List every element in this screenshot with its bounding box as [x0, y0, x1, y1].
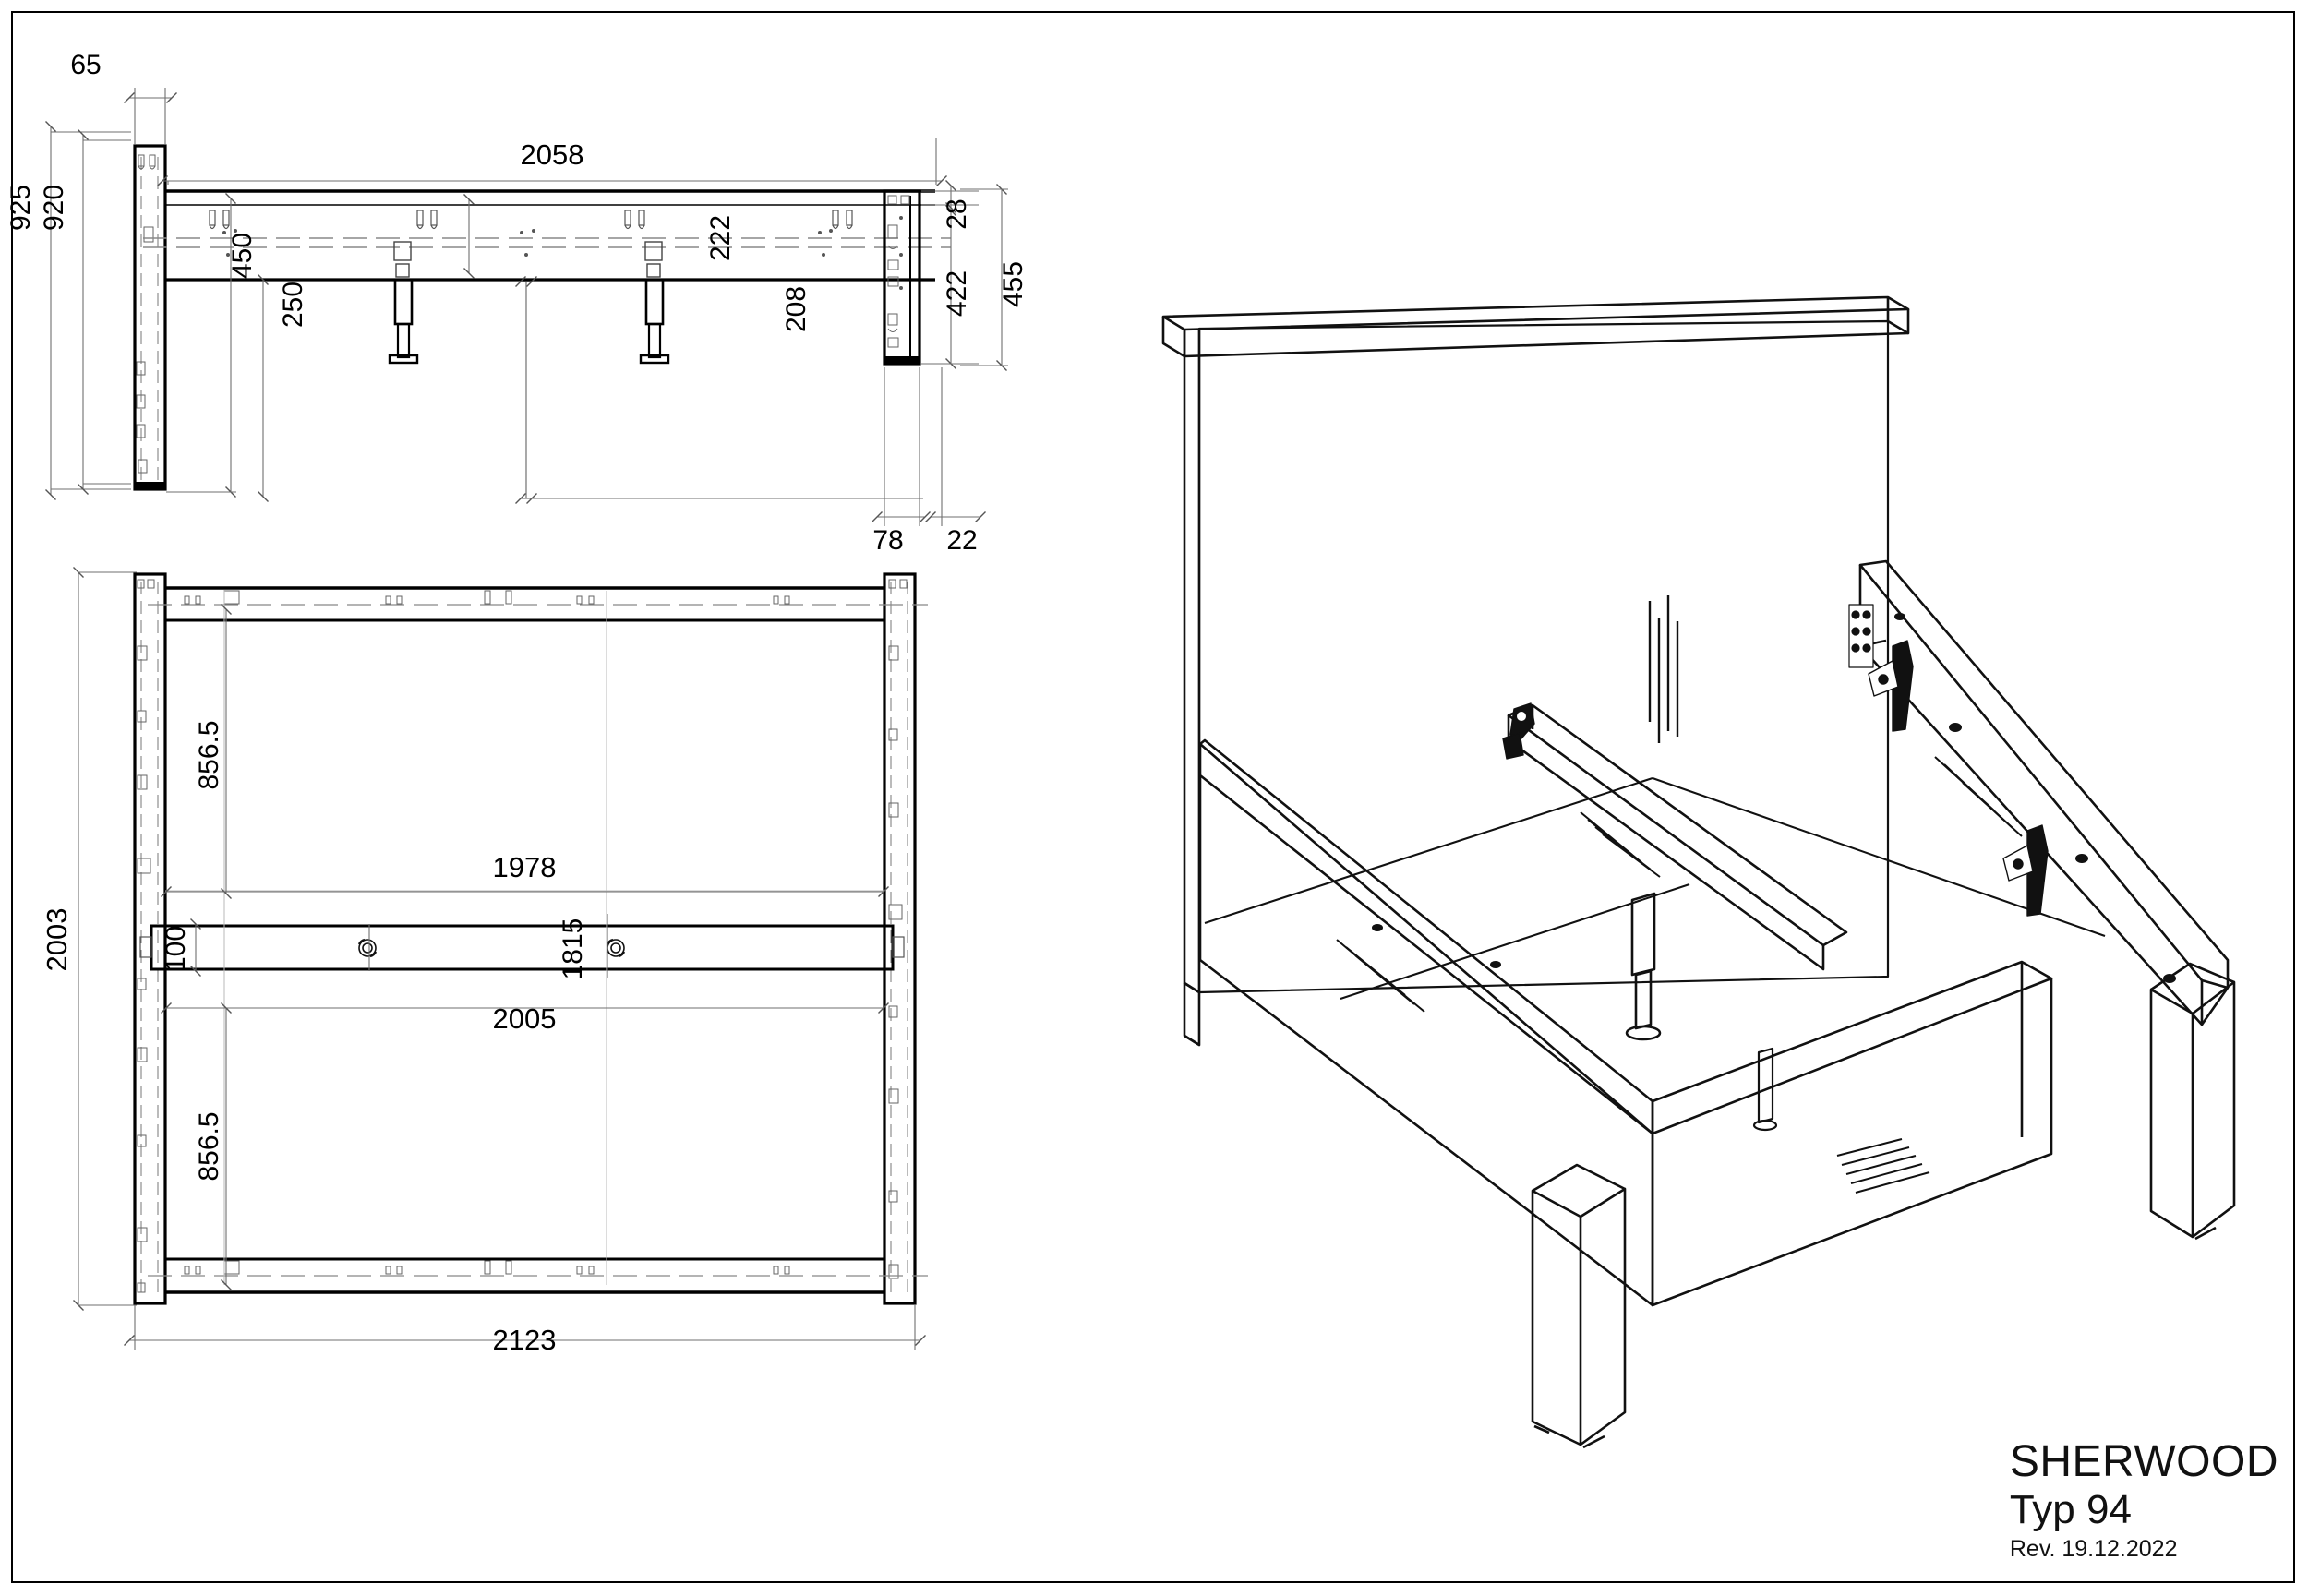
plan-right-post	[883, 572, 917, 1305]
title-block: SHERWOOD Typ 94 Rev. 19.12.2022	[2010, 1437, 2278, 1563]
dim-inner-length-lower: 2005	[493, 1002, 557, 1035]
right-side-rail	[1858, 559, 2230, 1026]
headboard-grain-lines	[1648, 595, 1679, 743]
cam-fitting-bracket-upper	[1848, 604, 1874, 668]
plan-left-post	[133, 572, 167, 1305]
cam-connector-lower	[2002, 824, 2049, 917]
secondary-centre-leg-3d	[1752, 1047, 1778, 1132]
dim-foot-rail-gap: 208	[781, 286, 811, 332]
top-plan-view	[72, 566, 928, 1350]
left-rail-grain-lines	[1336, 939, 1425, 1013]
revision-date: Rev. 19.12.2022	[2009, 1536, 2178, 1562]
dim-post-overall: 455	[998, 261, 1028, 307]
elevation-dimension-lines	[44, 88, 1008, 526]
dim-crossbar-width: 100	[161, 926, 191, 972]
dim-foot-post-width: 78	[872, 525, 903, 556]
dim-overall-height: 925	[6, 185, 36, 231]
dim-rail-height: 222	[705, 215, 736, 261]
corner-post-rear-left	[1183, 983, 1201, 1047]
product-type: Typ 94	[2009, 1486, 2132, 1532]
centre-support-beam	[139, 924, 905, 971]
corner-post-front-right	[2149, 962, 2236, 1241]
dim-inner-length-upper: 1978	[493, 851, 557, 883]
dim-foot-offset: 22	[946, 525, 977, 556]
dowel-hole-markers	[1372, 613, 2176, 983]
corner-post-front-left	[1531, 1163, 1627, 1449]
headboard-top-rail	[1161, 295, 1910, 358]
centre-beam-grain-lines	[1580, 811, 1661, 878]
adjustable-centre-leg-2	[639, 241, 670, 365]
headboard-post	[133, 144, 167, 491]
right-rail-grain-lines	[1934, 756, 2023, 837]
cam-connector-upper	[1868, 640, 1914, 732]
dim-rail-length: 2058	[521, 138, 584, 171]
foot-board	[1651, 960, 2053, 1307]
plan-dimension-lines	[72, 566, 927, 1350]
isometric-assembly-view	[1161, 295, 2236, 1449]
plan-top-rail	[148, 586, 928, 622]
plan-bottom-rail	[148, 1257, 928, 1294]
dim-leg-clearance: 250	[278, 282, 308, 328]
dim-headboard-height: 920	[39, 185, 69, 231]
dim-slat-base-height: 450	[227, 233, 258, 279]
dim-upper-bay: 856.5	[194, 720, 224, 789]
foot-post	[883, 189, 921, 366]
sheet-border	[11, 11, 2295, 1583]
dim-crossbar-length: 1815	[558, 918, 588, 980]
left-side-rail	[1198, 738, 1654, 1307]
centre-support-beam-3d	[1507, 703, 1848, 971]
headboard-panel	[1183, 319, 1890, 994]
dim-overall-length: 2123	[493, 1324, 557, 1356]
adjustable-centre-leg-1	[388, 241, 419, 365]
side-elevation-view	[44, 88, 1008, 526]
foot-board-grain-lines	[1836, 1138, 1930, 1194]
dim-post-height-low: 422	[942, 270, 972, 317]
dim-post-width: 65	[70, 50, 101, 80]
adjustable-centre-leg-3d	[1625, 892, 1662, 1041]
cam-connector-centre-beam	[1502, 702, 1535, 760]
dim-overall-width: 2003	[41, 908, 73, 972]
plan-construction-lines	[165, 591, 884, 1285]
product-name: SHERWOOD	[2009, 1436, 2278, 1486]
side-rail	[143, 189, 951, 282]
dim-lower-bay: 856.5	[194, 1111, 224, 1181]
dim-top-rail-thickness: 28	[942, 198, 972, 229]
